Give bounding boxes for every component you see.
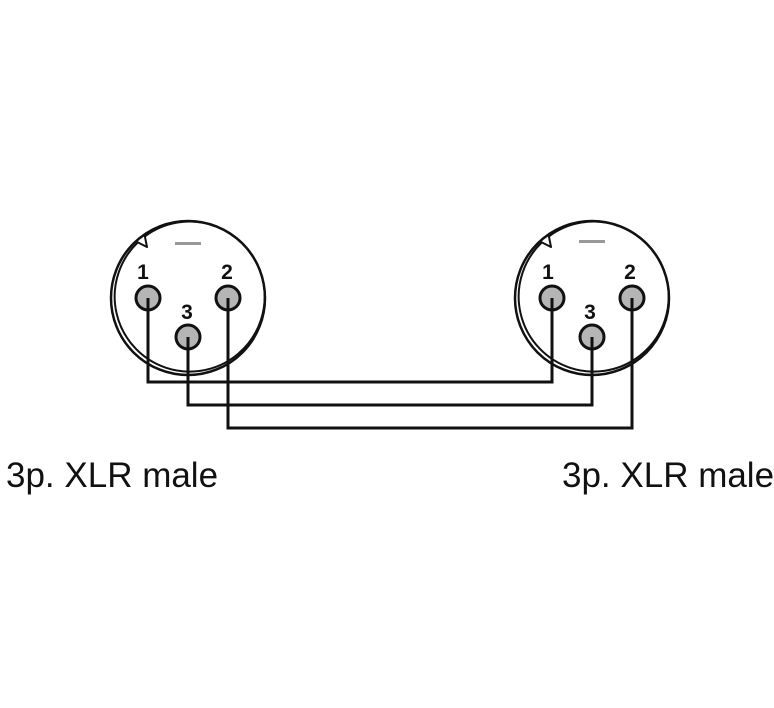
- wires: [146, 298, 634, 430]
- wire-pin3: [186, 337, 594, 407]
- wire-pin2: [226, 298, 634, 430]
- connector-right-pin3-label: 3: [584, 301, 596, 324]
- connector-right-pin1-label: 1: [542, 261, 554, 284]
- connector-left-pin2-label: 2: [221, 261, 233, 284]
- connector-left-caption: 3p. XLR male: [6, 456, 219, 495]
- connector-right-inner-ring: [517, 220, 670, 373]
- connector-right-pin2-label: 2: [624, 261, 636, 284]
- connector-left-key-mark: [175, 242, 201, 245]
- connector-right-caption: 3p. XLR male: [562, 456, 774, 495]
- wire-pin1: [146, 298, 554, 384]
- connector-right-key-mark: [579, 240, 605, 243]
- connector-left-pin1-label: 1: [137, 261, 149, 284]
- connector-left-inner-ring: [113, 220, 266, 373]
- connector-left-pin3-label: 3: [181, 301, 193, 324]
